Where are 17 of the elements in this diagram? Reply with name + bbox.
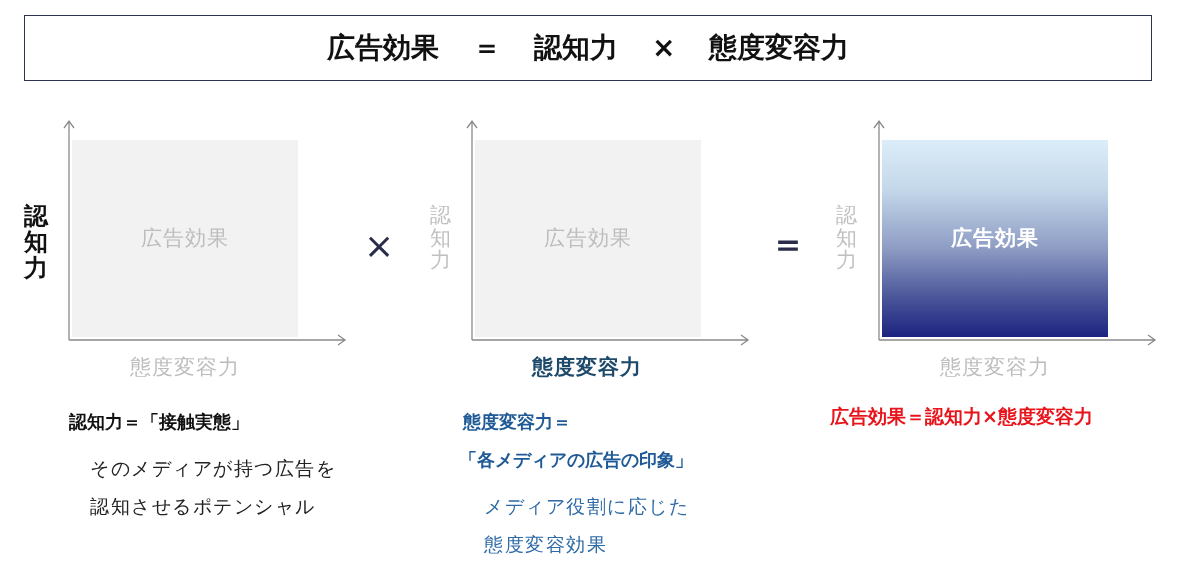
- definition-text: そのメディアが持つ広告を認知させるポテンシャル: [90, 456, 337, 519]
- axis-label: 認知力: [836, 204, 857, 272]
- plot-area: [882, 140, 1108, 337]
- definition-heading: 認知力＝「接触実態」: [69, 411, 249, 434]
- equals-sign: ＝: [770, 226, 806, 262]
- axis-label: 認知力: [24, 204, 48, 282]
- axis-label: 態度変容力: [130, 355, 240, 381]
- formula-text: 広告効果＝認知力×態度変容力: [830, 405, 1093, 429]
- multiply-sign: ×: [364, 228, 395, 264]
- area-label: 広告効果: [951, 225, 1039, 252]
- definition-text: メディア役割に応じた態度変容効果: [484, 494, 690, 557]
- axis-label: 態度変容力: [940, 355, 1050, 381]
- title-banner: 広告効果 ＝ 認知力 × 態度変容力: [24, 15, 1152, 81]
- axis-label: 態度変容力: [532, 355, 642, 381]
- definition-heading: 態度変容力＝: [463, 411, 571, 434]
- axis-label: 認知力: [430, 204, 451, 272]
- definition-heading: 「各メディアの広告の印象」: [459, 449, 693, 472]
